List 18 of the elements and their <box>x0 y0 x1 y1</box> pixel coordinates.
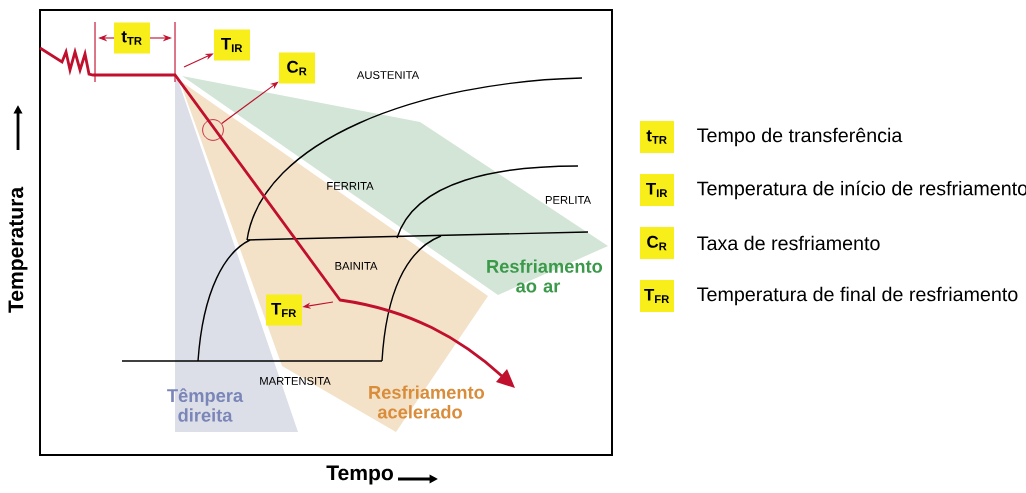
symbol-box: T$_{IR}$ <box>214 29 250 61</box>
legend-text: Taxa de resfriamento <box>697 235 880 251</box>
region-label: Têmpera direita <box>167 388 244 422</box>
region-label: Resfriamento ao ar <box>487 259 603 293</box>
axis-label: Temperatura <box>8 186 28 313</box>
marker-circle <box>202 119 224 141</box>
region-label: Resfriamento acelerado <box>369 385 485 419</box>
phase-label: BAINITA <box>335 262 378 270</box>
symbol-box: t$_{TR}$ <box>114 22 150 54</box>
axis-label: Tempo <box>326 465 393 485</box>
symbol-box: T$_{FR}$ <box>266 294 302 326</box>
symbol-box: C$_{R}$ <box>279 52 315 84</box>
phase-label: AUSTENITA <box>356 71 420 79</box>
legend-text: Tempo de transferência <box>697 127 903 147</box>
phase-label: FERRITA <box>327 182 374 190</box>
phase-label: PERLITA <box>545 196 591 204</box>
phase-label: MARTENSITA <box>260 377 331 385</box>
legend-text: Temperatura de final de resfriamento <box>697 286 1018 306</box>
